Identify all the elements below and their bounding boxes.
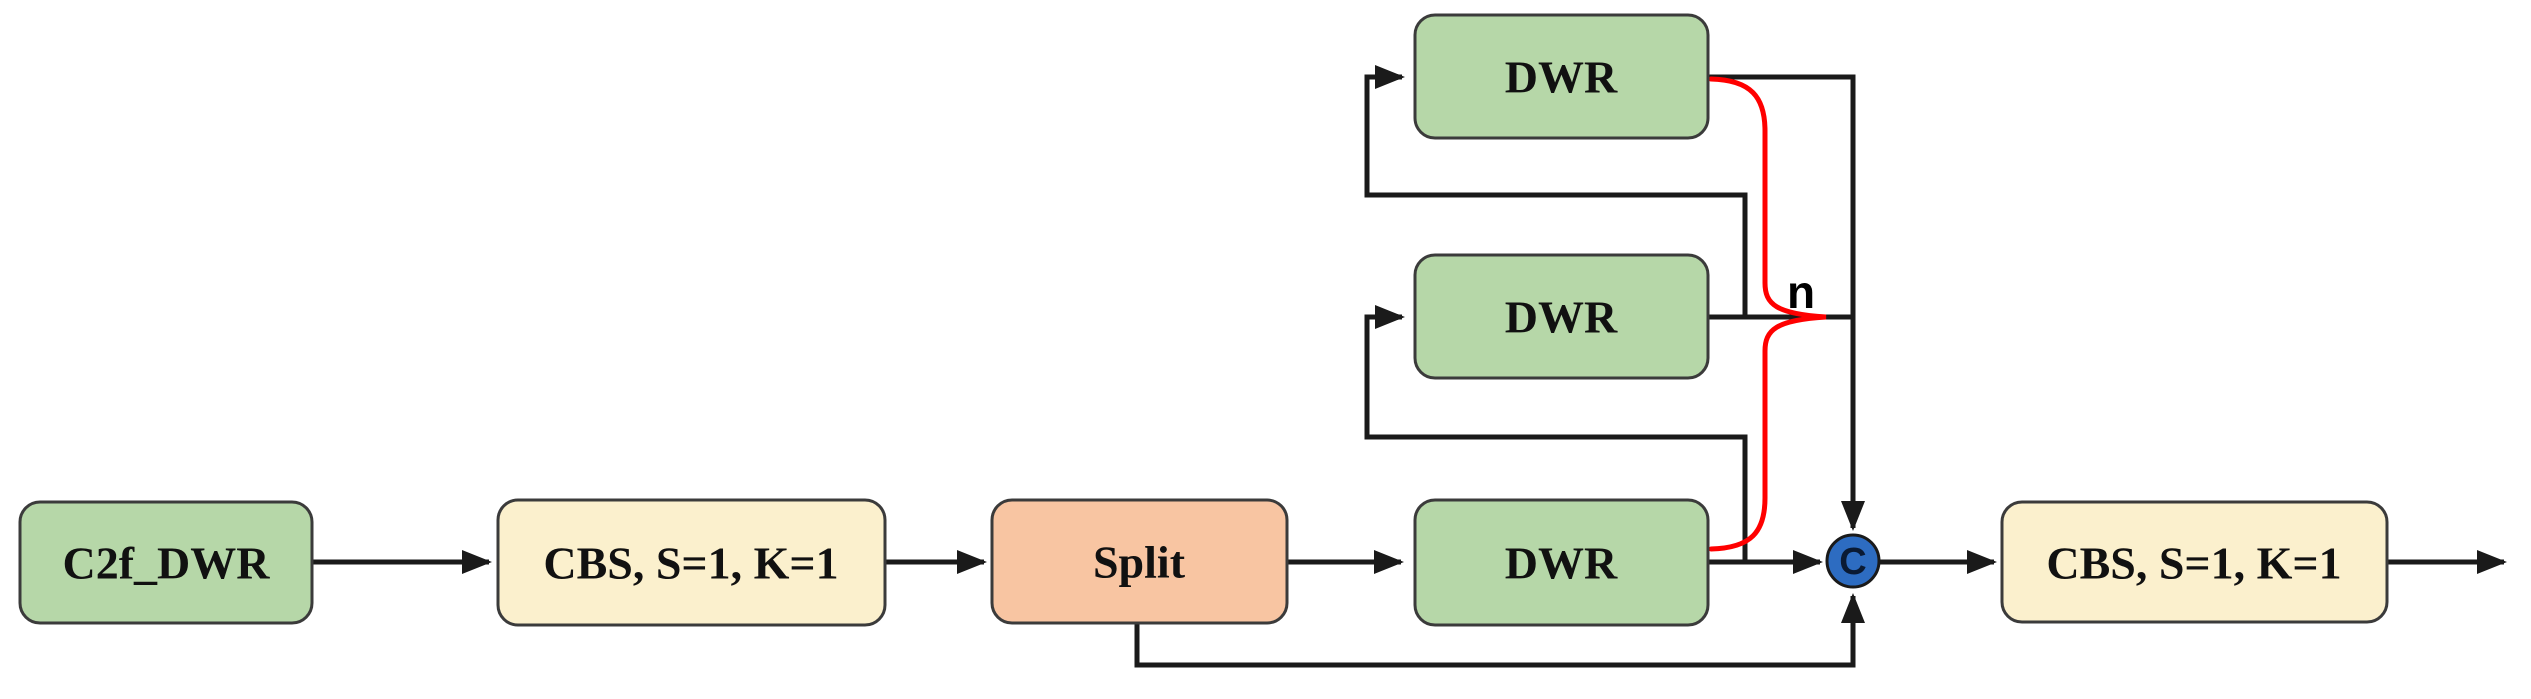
node-dwr-middle-label: DWR [1505, 292, 1618, 343]
node-dwr-middle-box [1413, 253, 1710, 380]
node-split-box [990, 498, 1289, 625]
node-concat: C [1825, 533, 1881, 589]
node-cbs-in: CBS, S=1, K=1 [496, 498, 887, 627]
node-cbs-in-box [496, 498, 887, 627]
node-split-label: Split [1093, 537, 1186, 588]
node-split: Split [990, 498, 1289, 625]
node-dwr-top: DWR [1413, 13, 1710, 140]
edge-split-bypass-to-concat [1134, 593, 1865, 668]
node-cbs-out-label: CBS, S=1, K=1 [2046, 538, 2341, 589]
node-dwr-bottom-box [1413, 498, 1710, 627]
node-dwr-bottom: DWR [1413, 498, 1710, 627]
edge-loop-middle-to-top [1364, 65, 1748, 317]
node-dwr-middle: DWR [1413, 253, 1710, 380]
concat-circle [1825, 533, 1881, 589]
node-dwr-top-box [1413, 13, 1710, 140]
node-dwr-top-label: DWR [1505, 52, 1618, 103]
node-dwr-bottom-label: DWR [1505, 538, 1618, 589]
repeat-brace [1708, 76, 1827, 552]
repeat-count-label: n [1787, 266, 1815, 318]
node-cbs-out-box [2000, 500, 2389, 624]
node-cbs-out: CBS, S=1, K=1 [2000, 500, 2389, 624]
node-input-box [18, 500, 314, 625]
edges [312, 65, 2507, 668]
node-input-label: C2f_DWR [63, 538, 271, 589]
node-cbs-in-label: CBS, S=1, K=1 [543, 538, 838, 589]
concat-label: C [1839, 541, 1866, 583]
edge-loop-bottom-to-middle [1364, 305, 1748, 562]
node-input: C2f_DWR [18, 500, 314, 625]
edge-dwr-top-to-concat [1708, 74, 1865, 531]
